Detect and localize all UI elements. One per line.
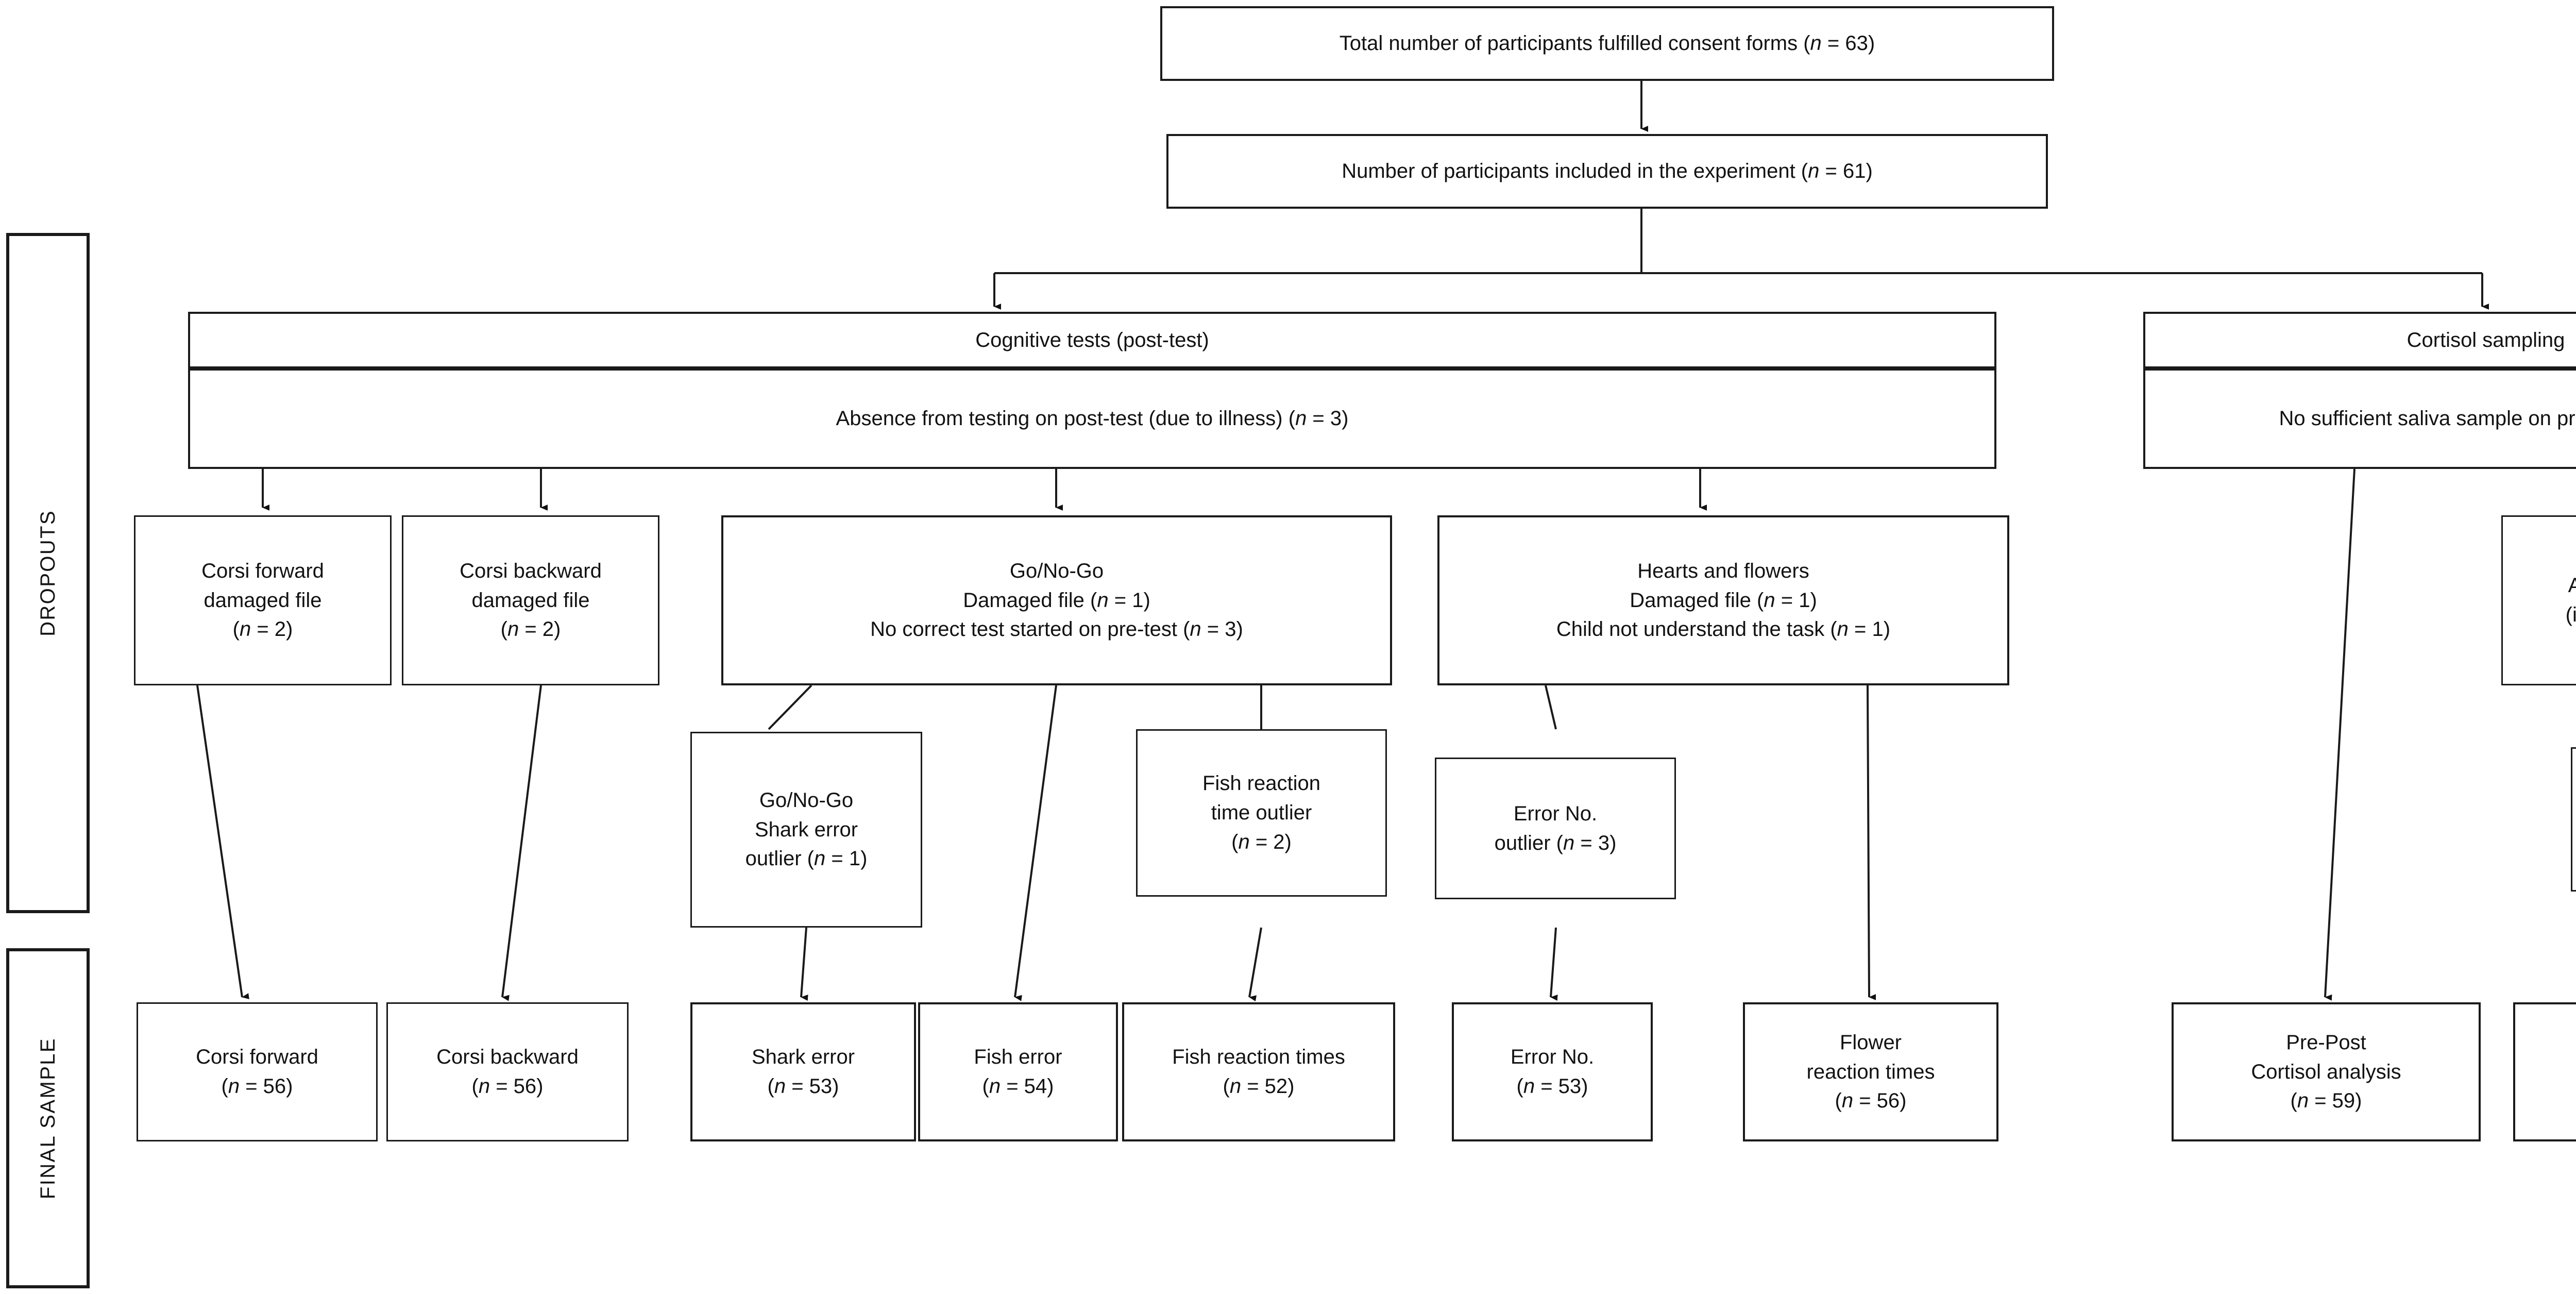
node-final-fish-reaction-times: Fish reaction times (n = 52) — [1122, 1002, 1395, 1141]
node-final-prefollowup-cortisol: Pre-Follow-up Cortisol analysis (n = 50) — [2513, 1002, 2576, 1141]
node-absence-from-testing-fu-line-2: (illness on FU) (n = 5) — [2565, 603, 2576, 626]
node-error-no-outlier-line-1: Error No. — [1513, 802, 1598, 825]
node-gonogo-dropouts: Go/No-Go Damaged file (n = 1) No correct… — [721, 515, 1392, 685]
node-gonogo-dropouts-line-3: No correct test started on pre-test (n =… — [870, 618, 1243, 641]
node-final-corsi-backward: Corsi backward (n = 56) — [386, 1002, 629, 1141]
node-cortisol-sampling-header: Cortisol sampling — [2143, 312, 2576, 368]
node-final-fish-error: Fish error (n = 54) — [918, 1002, 1118, 1141]
edge-hearts-to-final-flower-rt — [1867, 685, 1876, 1000]
edge-hearts-to-error-no-outlier — [1545, 685, 1557, 730]
node-cortisol-absence: No sufficient saliva sample on pre-test … — [2143, 368, 2576, 469]
node-cortisol-outliers: Outliers (n = 4) — [2571, 747, 2576, 892]
node-corsi-forward-damaged-line-1: Corsi forward — [201, 559, 324, 582]
side-band-dropouts: DROPOUTS — [6, 233, 90, 913]
node-final-prepost-cortisol-line-3: (n = 59) — [2290, 1089, 2362, 1113]
node-final-corsi-backward-line-1: Corsi backward — [436, 1046, 579, 1069]
node-final-fish-reaction-times-line-2: (n = 52) — [1223, 1075, 1295, 1098]
node-final-flower-reaction-times-line-2: reaction times — [1806, 1060, 1935, 1083]
side-band-dropouts-label: DROPOUTS — [36, 510, 59, 636]
node-total-consent: Total number of participants fulfilled c… — [1160, 6, 2054, 81]
node-final-error-no-line-2: (n = 53) — [1516, 1075, 1588, 1098]
node-final-shark-error-line-1: Shark error — [751, 1046, 855, 1069]
node-absence-from-testing-fu: Absence from testing (illness on FU) (n … — [2501, 515, 2576, 685]
node-final-shark-error-line-2: (n = 53) — [767, 1075, 839, 1098]
node-cortisol-absence-line-1: No sufficient saliva sample on pre-test … — [2279, 407, 2576, 430]
node-fish-reaction-time-outlier-line-2: time outlier — [1211, 801, 1312, 825]
node-cognitive-absence: Absence from testing on post-test (due t… — [188, 368, 1996, 469]
edge-shark-outlier-to-final — [800, 927, 808, 1001]
node-gonogo-dropouts-line-1: Go/No-Go — [1009, 559, 1104, 582]
edge-corsi-backward-drop-to-final — [501, 685, 542, 1001]
node-final-flower-reaction-times-line-1: Flower — [1839, 1031, 1902, 1054]
node-final-shark-error: Shark error (n = 53) — [690, 1002, 916, 1141]
node-fish-reaction-time-outlier-line-3: (n = 2) — [1231, 830, 1292, 853]
node-cognitive-absence-line-1: Absence from testing on post-test (due t… — [836, 407, 1349, 430]
node-included: Number of participants included in the e… — [1166, 134, 2048, 209]
node-corsi-backward-damaged-line-1: Corsi backward — [460, 559, 602, 582]
node-hearts-flowers-dropouts-line-1: Hearts and flowers — [1637, 559, 1809, 582]
side-band-final-sample: FINAL SAMPLE — [6, 948, 90, 1288]
node-gonogo-shark-error-outlier: Go/No-Go Shark error outlier (n = 1) — [690, 732, 922, 928]
node-hearts-flowers-dropouts: Hearts and flowers Damaged file (n = 1) … — [1437, 515, 2009, 685]
node-final-prepost-cortisol-line-2: Cortisol analysis — [2251, 1060, 2401, 1083]
node-final-corsi-backward-line-2: (n = 56) — [471, 1075, 544, 1098]
node-corsi-backward-damaged-line-3: (n = 2) — [500, 618, 561, 641]
edge-fish-rt-outlier-to-final — [1248, 927, 1262, 1002]
node-gonogo-shark-error-outlier-line-2: Shark error — [754, 818, 858, 841]
node-final-corsi-forward-line-2: (n = 56) — [221, 1075, 293, 1098]
side-band-final-sample-label: FINAL SAMPLE — [36, 1037, 59, 1200]
node-gonogo-shark-error-outlier-line-3: outlier (n = 1) — [745, 847, 868, 870]
node-corsi-forward-damaged-line-2: damaged file — [204, 589, 322, 612]
edge-corsi-forward-drop-to-final — [196, 685, 249, 1000]
node-corsi-backward-damaged: Corsi backward damaged file (n = 2) — [402, 515, 659, 685]
node-final-error-no: Error No. (n = 53) — [1452, 1002, 1653, 1141]
node-cortisol-sampling-header-line-1: Cortisol sampling — [2406, 328, 2565, 351]
node-final-corsi-forward: Corsi forward (n = 56) — [137, 1002, 378, 1141]
node-gonogo-shark-error-outlier-line-1: Go/No-Go — [759, 788, 854, 812]
node-hearts-flowers-dropouts-line-3: Child not understand the task (n = 1) — [1556, 618, 1891, 641]
node-cognitive-tests-header: Cognitive tests (post-test) — [188, 312, 1996, 368]
node-final-prepost-cortisol: Pre-Post Cortisol analysis (n = 59) — [2172, 1002, 2481, 1141]
node-final-fish-error-line-1: Fish error — [974, 1046, 1062, 1069]
node-fish-reaction-time-outlier-line-1: Fish reaction — [1202, 772, 1320, 795]
node-corsi-backward-damaged-line-2: damaged file — [471, 589, 590, 612]
node-fish-reaction-time-outlier: Fish reaction time outlier (n = 2) — [1136, 729, 1387, 897]
node-final-prepost-cortisol-line-1: Pre-Post — [2286, 1031, 2366, 1054]
node-final-flower-reaction-times: Flower reaction times (n = 56) — [1743, 1002, 1998, 1141]
node-corsi-forward-damaged: Corsi forward damaged file (n = 2) — [134, 515, 392, 685]
node-total-consent-line-1: Total number of participants fulfilled c… — [1339, 32, 1875, 55]
node-error-no-outlier: Error No. outlier (n = 3) — [1435, 758, 1676, 899]
node-included-line-1: Number of participants included in the e… — [1342, 160, 1873, 183]
edge-gonogo-to-shark-outlier — [768, 684, 812, 730]
node-error-no-outlier-line-2: outlier (n = 3) — [1494, 831, 1617, 854]
node-cognitive-tests-header-line-1: Cognitive tests (post-test) — [975, 328, 1209, 351]
edge-error-no-outlier-to-final — [1550, 927, 1558, 1001]
node-hearts-flowers-dropouts-line-2: Damaged file (n = 1) — [1630, 589, 1817, 612]
node-final-error-no-line-1: Error No. — [1510, 1046, 1595, 1069]
edge-gonogo-to-final-fish-error — [1014, 685, 1057, 1001]
node-gonogo-dropouts-line-2: Damaged file (n = 1) — [963, 589, 1150, 612]
node-final-corsi-forward-line-1: Corsi forward — [196, 1046, 318, 1069]
node-final-fish-reaction-times-line-1: Fish reaction times — [1172, 1046, 1345, 1069]
node-final-fish-error-line-2: (n = 54) — [982, 1075, 1054, 1098]
edge-cortisol-to-final-prepost — [2324, 468, 2355, 1001]
node-final-flower-reaction-times-line-3: (n = 56) — [1835, 1089, 1907, 1113]
node-corsi-forward-damaged-line-3: (n = 2) — [232, 618, 293, 641]
node-absence-from-testing-fu-line-1: Absence from testing — [2568, 574, 2576, 597]
